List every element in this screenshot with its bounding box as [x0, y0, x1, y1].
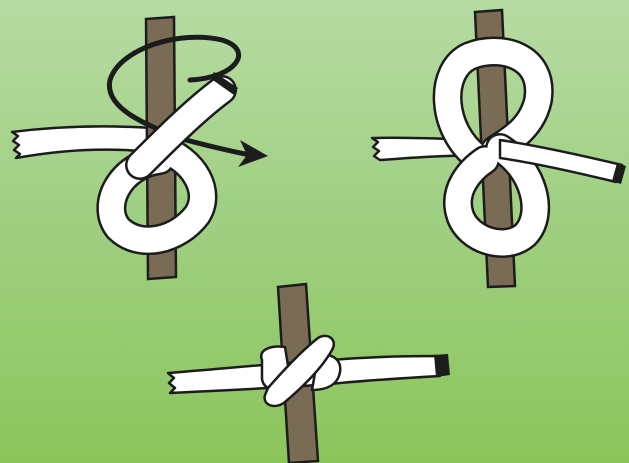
step-1-rope-end-cap	[210, 72, 238, 95]
step-2-upper-loop	[435, 39, 552, 171]
step-2-lower-loop	[445, 135, 548, 256]
step-2-figure	[370, 8, 626, 289]
step-1-figure	[10, 15, 268, 281]
step-1-loop	[98, 135, 215, 253]
step-2-rope-end-cap	[612, 163, 626, 184]
step-3-knot-diagonal	[263, 334, 335, 408]
step-3-rope-end-cap	[434, 354, 450, 377]
wrap-arrow-head	[238, 140, 268, 167]
step-3-figure	[166, 282, 450, 463]
wrap-arrow-tail	[183, 137, 253, 158]
step-1-rope-standing-end	[10, 125, 154, 160]
step-1-diagonal	[127, 77, 235, 178]
wrap-arrow-icon	[106, 34, 268, 167]
wrap-arrow-path	[106, 34, 242, 143]
